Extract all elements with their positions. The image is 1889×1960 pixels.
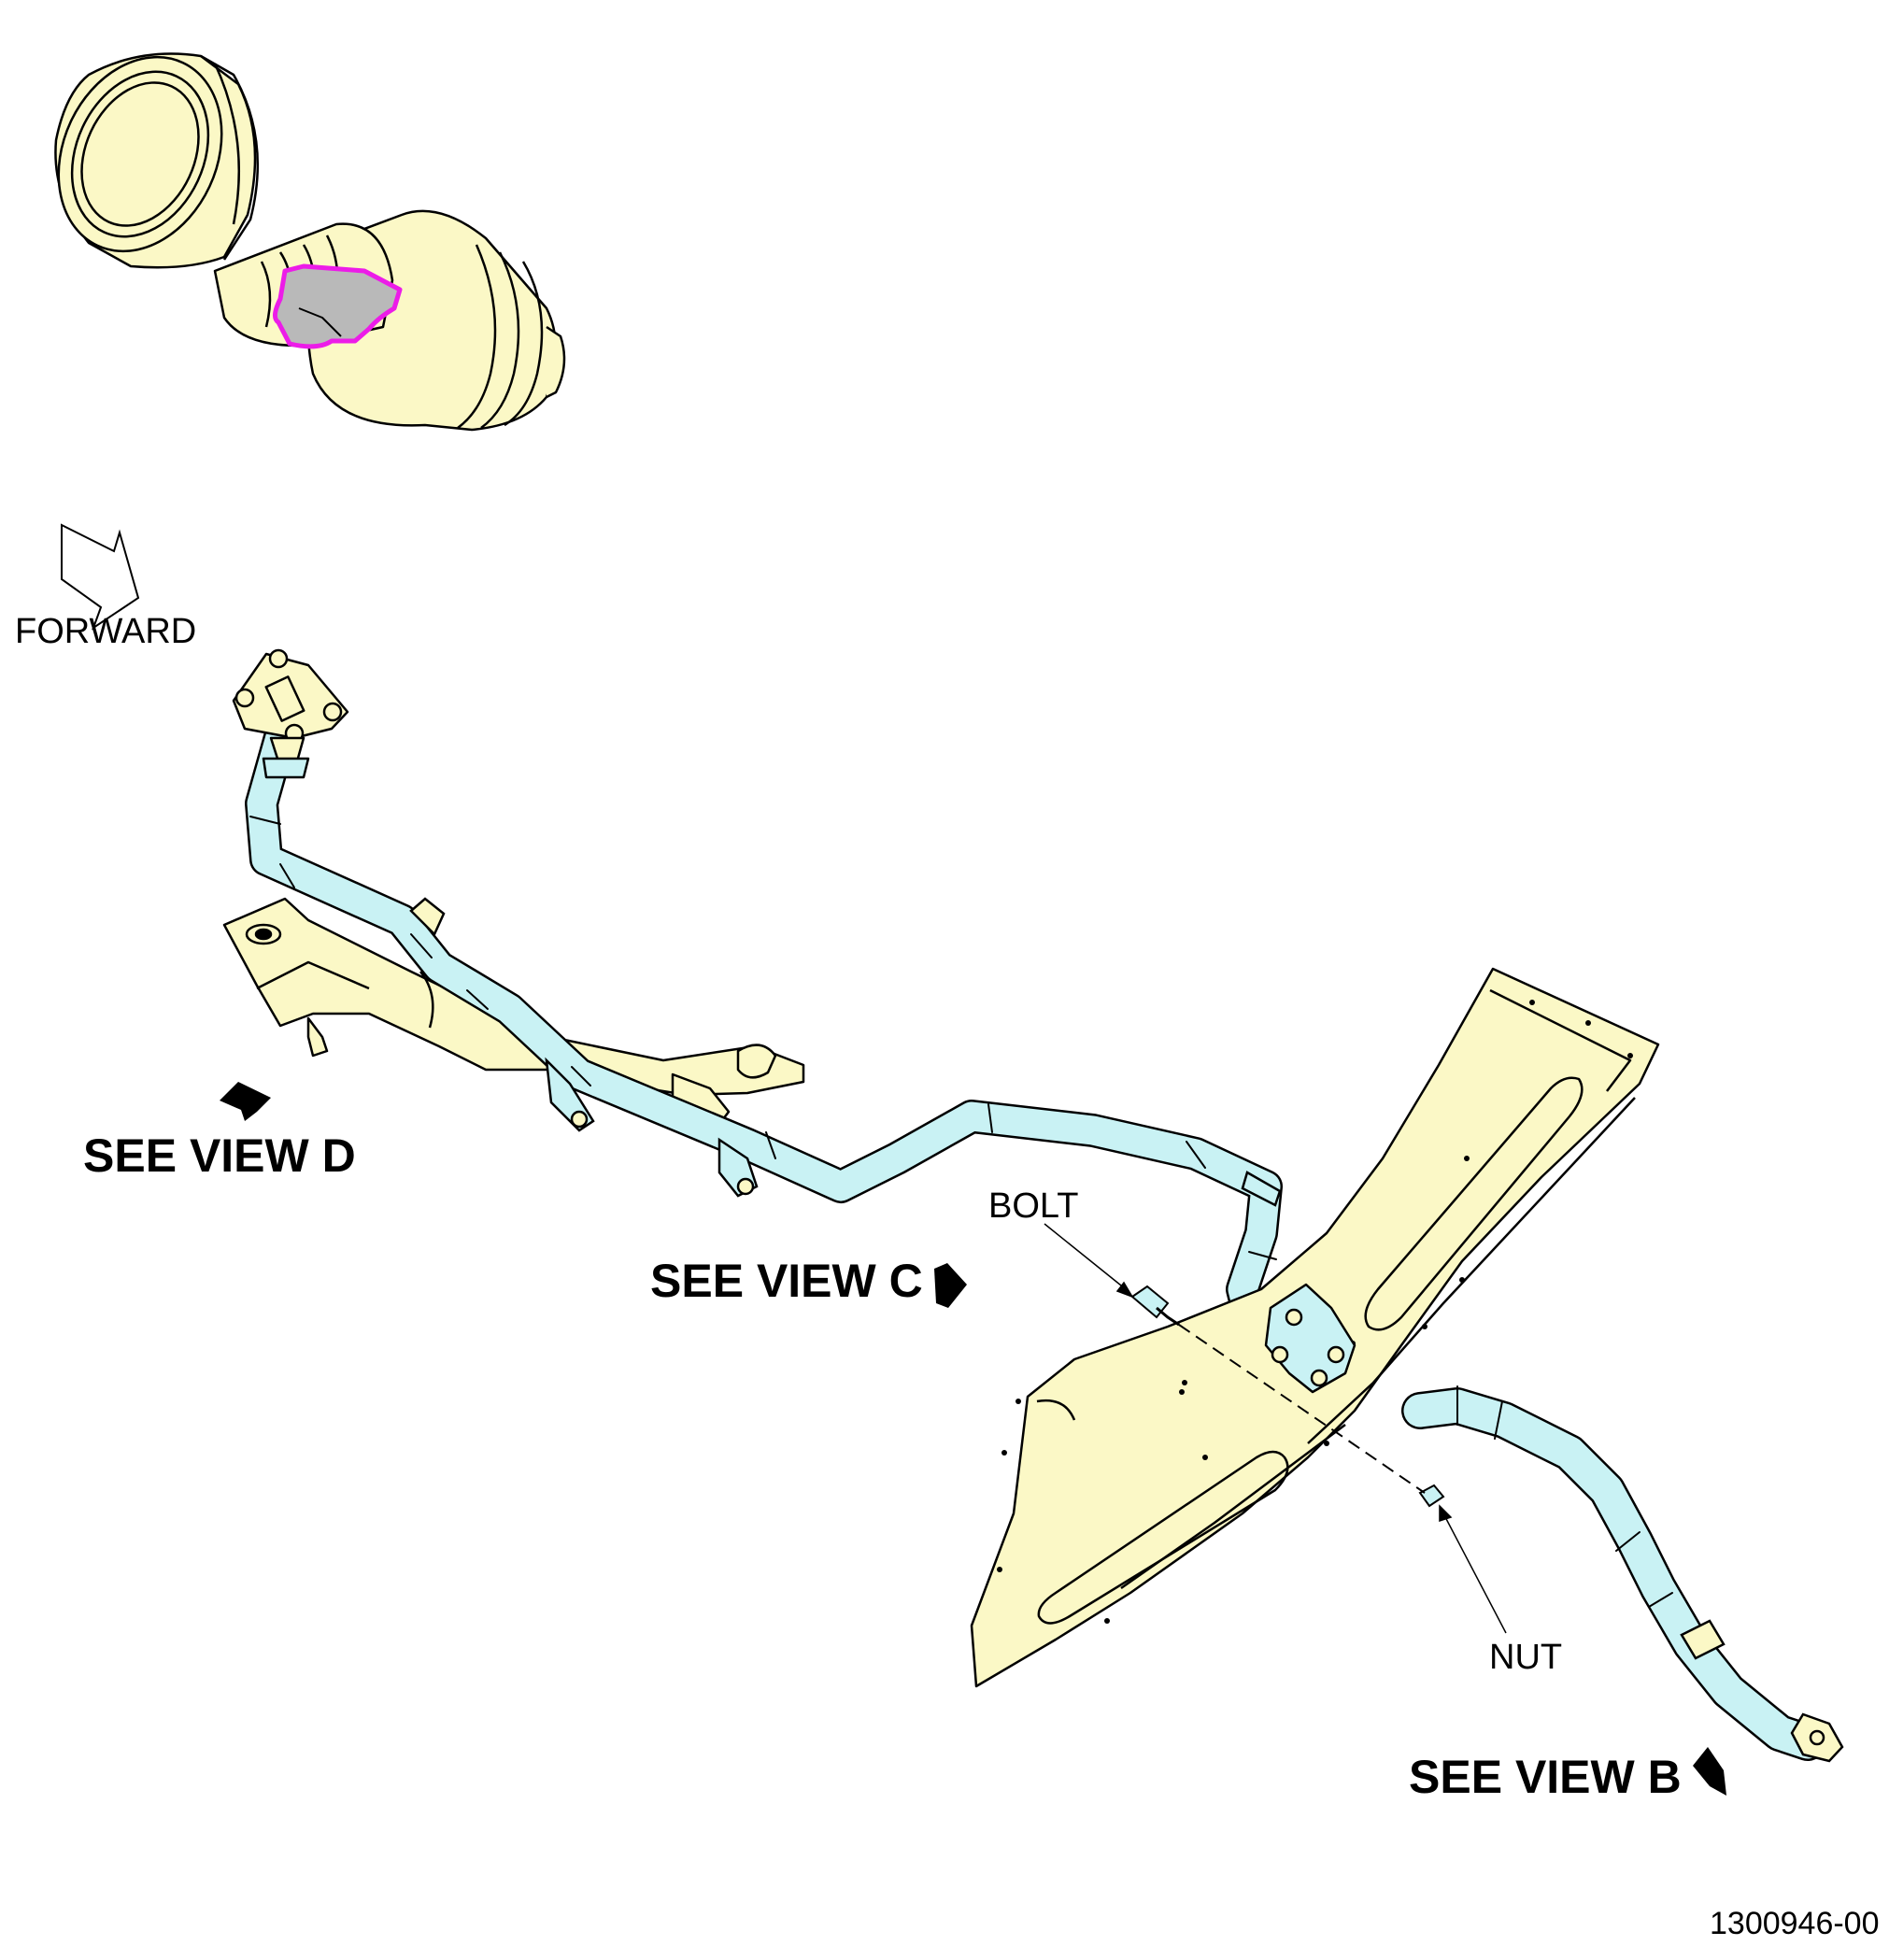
engine-locator-illustration: [54, 52, 566, 432]
tube-clamps: [409, 897, 1282, 1207]
view-d-arrow-icon: [220, 1082, 271, 1121]
view-b-arrow-icon: [1693, 1747, 1726, 1796]
view-c-arrow-icon: [934, 1263, 967, 1308]
figure-number: 1300946-00: [1710, 1906, 1880, 1941]
forward-arrow-icon: [61, 523, 140, 631]
nut-leader-line: [1439, 1504, 1507, 1634]
see-view-d-label: SEE VIEW D: [83, 1129, 356, 1182]
see-view-c-label: SEE VIEW C: [650, 1255, 923, 1307]
bolt-axis-line: [1178, 1324, 1426, 1494]
tube-assembly: [245, 714, 1343, 1381]
tube-flange-left: [232, 648, 349, 779]
bolt-leader-line: [1044, 1223, 1134, 1299]
panel-mount-bracket: [1264, 1283, 1356, 1394]
lower-tube: [1401, 1385, 1826, 1761]
nut-label: NUT: [1489, 1638, 1563, 1677]
lower-tube-fittings: [1680, 1619, 1844, 1763]
see-view-b-label: SEE VIEW B: [1409, 1751, 1682, 1803]
nut-part: [1418, 1484, 1445, 1508]
forward-label: FORWARD: [15, 612, 197, 651]
bolt-part: [1130, 1285, 1180, 1327]
bolt-label: BOLT: [988, 1186, 1079, 1226]
